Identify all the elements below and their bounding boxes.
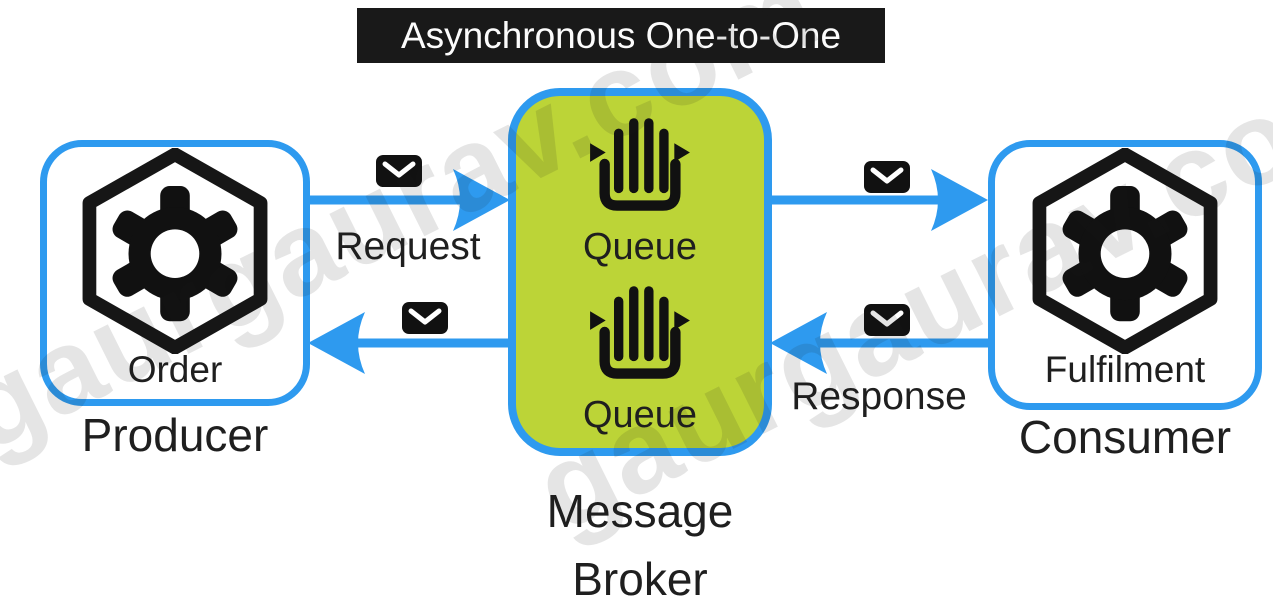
queue-label: Queue: [582, 226, 698, 268]
gear-hexagon-icon: [82, 148, 268, 354]
request-arrow: [306, 169, 510, 231]
producer-node-label: Order: [127, 349, 223, 390]
envelope-icon: [864, 161, 910, 193]
response-label: Response: [791, 375, 967, 418]
broker-to-consumer-arrow: [770, 169, 988, 231]
consumer-caption: Consumer: [1018, 411, 1232, 463]
producer-caption: Producer: [81, 409, 269, 461]
queue-icon: [590, 286, 690, 379]
envelope-icon: [864, 304, 910, 336]
response-arrow: [770, 312, 988, 374]
request-label: Request: [335, 225, 481, 268]
message-broker-node: [508, 88, 772, 456]
queue-icon: [590, 118, 690, 211]
broker-caption-line1: Message: [546, 485, 734, 537]
envelope-icon: [376, 155, 422, 187]
queue-label: Queue: [582, 394, 698, 436]
broker-caption-line2: Broker: [572, 553, 708, 605]
gear-hexagon-icon: [1032, 148, 1218, 354]
envelope-icon: [402, 302, 448, 334]
diagram-title: Asynchronous One-to-One: [357, 8, 885, 63]
broker-to-producer-arrow: [308, 312, 510, 374]
consumer-node-label: Fulfilment: [1044, 349, 1206, 390]
